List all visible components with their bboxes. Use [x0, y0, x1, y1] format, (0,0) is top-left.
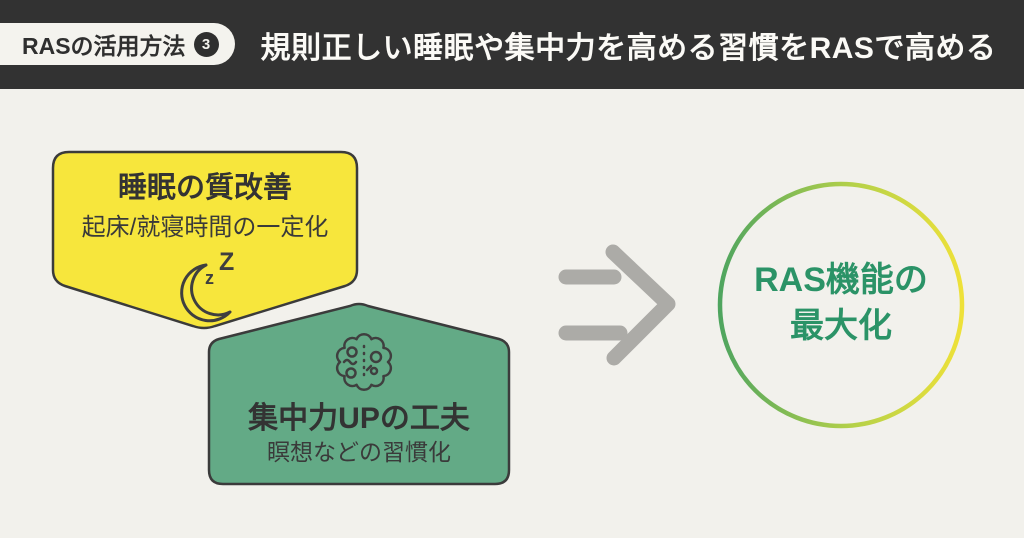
result-ring — [717, 181, 965, 429]
result-label-line1: RAS機能の — [754, 261, 928, 299]
header-bar: RASの活用方法 3 規則正しい睡眠や集中力を高める習慣をRASで高める — [0, 0, 1024, 89]
focus-card-subtitle: 瞑想などの習慣化 — [267, 439, 451, 465]
sleep-card-title: 睡眠の質改善 — [117, 172, 292, 204]
focus-card-shape — [207, 302, 511, 486]
sleep-card-subtitle: 起床/就寝時間の一定化 — [81, 214, 329, 241]
header-badge-label: RASの活用方法 — [22, 33, 186, 59]
brain-circuit-icon — [335, 333, 393, 391]
double-right-arrow-icon — [558, 244, 676, 366]
result-label-line2: 最大化 — [790, 307, 892, 345]
sleep-card-shape — [51, 150, 359, 330]
sleeping-moon-zzz-icon: z Z — [180, 248, 234, 323]
moon-z-large: Z — [219, 248, 234, 276]
focus-card-title: 集中力UPの工夫 — [248, 402, 470, 435]
header-badge: RASの活用方法 3 — [0, 23, 235, 65]
moon-z-small: z — [205, 268, 214, 288]
badge-number-circle: 3 — [193, 31, 219, 57]
result-label: RAS機能の 最大化 — [721, 257, 961, 349]
header-title: 規則正しい睡眠や集中力を高める習慣をRASで高める — [260, 31, 997, 65]
